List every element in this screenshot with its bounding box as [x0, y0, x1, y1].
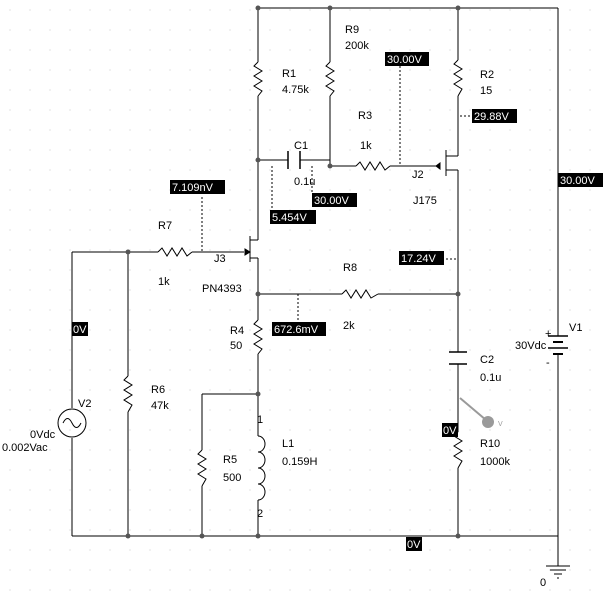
probe-c1-left[interactable]: 5.454V — [270, 210, 316, 224]
l1-inductor[interactable] — [257, 435, 266, 501]
probe-r9-top-value: 30.00V — [387, 54, 423, 66]
r8-value: 2k — [343, 320, 355, 332]
ground-symbol — [546, 565, 570, 579]
v1-ref: V1 — [569, 322, 582, 334]
l1-pin2: 2 — [257, 508, 263, 520]
r2-resistor[interactable] — [453, 59, 463, 97]
probe-j3-source[interactable]: 672.6mV — [272, 322, 326, 336]
r1-ref: R1 — [282, 68, 296, 80]
r3-resistor[interactable] — [355, 161, 391, 171]
j2-jfet[interactable] — [435, 146, 459, 180]
l1-ref: L1 — [282, 438, 294, 450]
c2-value: 0.1u — [480, 372, 501, 384]
probe-j2-source[interactable]: 29.88V — [472, 109, 517, 123]
j3-model: PN4393 — [202, 283, 242, 295]
r5-resistor[interactable] — [197, 449, 207, 487]
r4-value: 50 — [230, 340, 242, 352]
j2-ref: J2 — [412, 169, 424, 181]
probe-v1-value: 30.00V — [560, 175, 596, 187]
r8-resistor[interactable] — [341, 289, 379, 299]
marker-icon[interactable]: V — [459, 397, 503, 428]
ground-label: 0 — [540, 577, 546, 589]
r6-value: 47k — [151, 400, 169, 412]
r4-resistor[interactable] — [253, 319, 263, 355]
j2-model: J175 — [413, 195, 437, 207]
r7-ref: R7 — [158, 220, 172, 232]
probe-j3-gate-value: 7.109nV — [172, 182, 214, 194]
probe-r9-bottom-value: 30.00V — [314, 195, 350, 207]
r7-resistor[interactable] — [157, 247, 193, 257]
probe-ground-rail-value: 0V — [407, 539, 421, 551]
c1-ref: C1 — [294, 140, 308, 152]
probe-input-value: 0V — [73, 324, 87, 336]
c2-capacitor[interactable] — [449, 351, 467, 365]
probe-r9-top[interactable]: 30.00V — [385, 52, 429, 66]
v1-minus: - — [546, 357, 550, 369]
r10-value: 1000k — [480, 456, 510, 468]
r8-ref: R8 — [343, 262, 357, 274]
probe-leaders — [201, 66, 474, 322]
j3-jfet[interactable] — [244, 232, 259, 264]
v1-plus: + — [545, 328, 551, 340]
probe-j2-drain-value: 17.24V — [401, 253, 437, 265]
r2-value: 15 — [480, 85, 492, 97]
probe-j3-source-value: 672.6mV — [274, 324, 319, 336]
l1-pin1: 1 — [257, 414, 263, 426]
r1-value: 4.75k — [282, 84, 309, 96]
probe-c1-left-value: 5.454V — [272, 212, 308, 224]
j3-ref: J3 — [214, 253, 226, 265]
probe-input[interactable]: 0V — [72, 322, 88, 336]
r9-resistor[interactable] — [325, 61, 335, 97]
r10-ref: R10 — [480, 438, 500, 450]
junction-nodes — [125, 5, 461, 539]
c2-ref: C2 — [480, 354, 494, 366]
r2-ref: R2 — [480, 69, 494, 81]
r3-value: 1k — [360, 140, 372, 152]
r9-value: 200k — [345, 40, 369, 52]
probe-c2-output[interactable]: 0V — [442, 423, 458, 437]
v2-ac-source[interactable] — [57, 408, 87, 438]
probe-j2-source-value: 29.88V — [474, 111, 510, 123]
svg-text:V: V — [498, 421, 503, 428]
r7-value: 1k — [158, 276, 170, 288]
probe-v1[interactable]: 30.00V — [558, 173, 603, 187]
r1-resistor[interactable] — [253, 61, 263, 97]
probe-j3-gate[interactable]: 7.109nV — [170, 180, 225, 194]
component-labels: R1 4.75k R9 200k R2 15 R3 1k C1 0.1u J2 … — [2, 24, 582, 589]
c1-capacitor[interactable] — [287, 151, 301, 169]
v1-dc-source[interactable] — [548, 335, 568, 362]
r4-ref: R4 — [230, 325, 244, 337]
r6-ref: R6 — [151, 384, 165, 396]
probe-c2-output-value: 0V — [443, 425, 457, 437]
probe-j2-drain[interactable]: 17.24V — [399, 251, 444, 265]
r5-value: 500 — [223, 472, 241, 484]
v1-value: 30Vdc — [515, 340, 547, 352]
r9-ref: R9 — [345, 24, 359, 36]
wires — [71, 7, 559, 566]
probe-ground-rail[interactable]: 0V — [406, 537, 422, 551]
v2-dc: 0Vdc — [30, 429, 56, 441]
r6-resistor[interactable] — [123, 375, 133, 413]
v2-ac: 0.002Vac — [2, 442, 48, 454]
l1-value: 0.159H — [282, 456, 318, 468]
r5-ref: R5 — [223, 454, 237, 466]
v2-ref: V2 — [78, 398, 91, 410]
c1-value: 0.1u — [294, 176, 315, 188]
r3-ref: R3 — [358, 110, 372, 122]
probe-r9-bottom[interactable]: 30.00V — [312, 193, 357, 207]
